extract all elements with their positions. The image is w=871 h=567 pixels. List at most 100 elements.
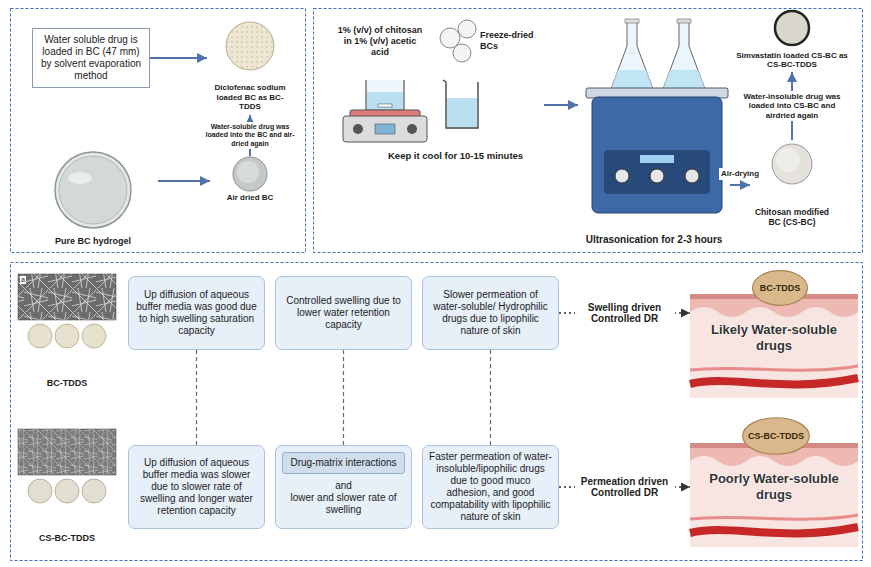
node-text: 1% (v/v) of chitosan in 1% (v/v) acetic … — [334, 25, 426, 57]
air-dried-bc-disc — [233, 157, 267, 191]
image-caption-group: BC-TDDS — [14, 270, 120, 392]
flow-arrow — [150, 57, 207, 59]
note-label: Keep it cool for 10-15 minutes — [388, 151, 523, 162]
ultrasonic-bath — [677, 19, 691, 23]
node-text: BC-TDDS — [18, 378, 116, 389]
edge-label: Permeation driven Controlled DR — [575, 475, 675, 500]
node-text: Controlled swelling due to lower water r… — [282, 295, 405, 331]
patch-outline — [753, 271, 808, 306]
sem-image — [18, 429, 116, 475]
text-box: Water soluble drug is loaded in BC (47 m… — [32, 28, 150, 88]
magnetic-stirrer — [343, 80, 427, 142]
process-box: Faster permeation of water-insoluble/lip… — [422, 445, 559, 529]
process-box: andlower and slower rate of swellingDrug… — [275, 445, 412, 529]
node-text: Simvastatin loaded CS-BC as CS-BC-TDDS — [736, 51, 848, 70]
node-text: Faster permeation of water-insoluble/lip… — [429, 451, 552, 523]
sample-disc — [82, 324, 106, 348]
panel-frame — [11, 9, 306, 253]
ultrasonic-bath — [586, 19, 728, 213]
panel-frame — [11, 263, 863, 561]
node-text: Slower permeation of water-soluble/ Hydr… — [429, 289, 552, 337]
magnetic-stirrer — [366, 80, 404, 110]
node-text: BC-TDDS — [755, 283, 805, 294]
image-caption-group: Air dried BC — [210, 156, 290, 206]
simvastatin-disc — [775, 11, 809, 45]
node-text: Drug-matrix interactions — [286, 457, 401, 469]
image-caption-group: CS-BC-TDDS — [14, 425, 120, 547]
cs-bc-disc — [772, 144, 812, 184]
image-caption-group: Simvastatin loaded CS-BC as CS-BC-TDDS — [732, 10, 852, 72]
magnetic-stirrer — [367, 92, 403, 109]
panel-letter: a — [20, 276, 26, 284]
ultrasonic-bath — [662, 22, 706, 92]
node-text: lower and slower rate of swelling — [282, 492, 405, 516]
magnetic-stirrer — [343, 116, 427, 142]
sample-disc — [82, 479, 106, 503]
edge-label: Air-drying — [719, 168, 761, 179]
magnetic-stirrer — [375, 124, 395, 134]
sample-disc — [28, 324, 106, 503]
node-text: Likely Water-soluble drugs — [694, 322, 854, 353]
patch-outline — [743, 418, 810, 454]
sem-image — [18, 274, 116, 475]
panel-frame — [11, 9, 863, 561]
skin-illustration — [690, 294, 858, 398]
ultrasonic-bath — [650, 169, 664, 183]
air-dried-bc-disc — [233, 157, 267, 191]
ultrasonic-bath — [610, 22, 654, 92]
ultrasonic-bath — [604, 150, 710, 194]
skin-illustration-group: Poorly Water-soluble drugsCS-BC-TDDS — [690, 415, 858, 550]
connector-group — [150, 58, 792, 487]
sample-disc — [28, 479, 52, 503]
skin-illustration-group: Likely Water-soluble drugs BC-TDDS — [690, 268, 858, 396]
node-text: Ultrasonication for 2-3 hours — [582, 234, 726, 246]
panel-frame — [314, 9, 863, 253]
magnetic-stirrer — [407, 124, 417, 134]
simvastatin-disc — [775, 11, 809, 45]
ultrasonic-bath — [615, 169, 629, 183]
patch-oval: BC-TDDS — [752, 270, 808, 306]
image-caption-group: Pure BC hydrogel — [28, 150, 158, 250]
ultrasonic-bath — [592, 97, 722, 213]
process-box: Controlled swelling due to lower water r… — [275, 276, 412, 350]
edge-label: Water-soluble drug was loaded into the B… — [198, 122, 302, 148]
drug-loaded-bc-disc — [226, 22, 274, 70]
image-caption-group: 1% (v/v) of chitosan in 1% (v/v) acetic … — [330, 22, 430, 146]
sample-disc — [28, 324, 52, 348]
ultrasonic-bath — [640, 155, 674, 163]
skin-illustration — [690, 294, 858, 547]
freeze-dried-bc-discs — [453, 44, 471, 62]
image-caption-group: Diclofenac sodium loaded BC as BC-TDDS — [207, 18, 293, 115]
node-text: Water soluble drug is loaded in BC (47 m… — [38, 34, 144, 82]
node-text: Diclofenac sodium loaded BC as BC-TDDS — [211, 83, 289, 112]
dashed-link — [196, 350, 197, 445]
flow-arrow — [158, 180, 210, 182]
node-text: Chitosan modified BC (CS-BC) — [754, 207, 830, 227]
petri-dish — [68, 172, 92, 184]
magnetic-stirrer — [378, 104, 392, 107]
flow-arrow — [544, 104, 578, 106]
freeze-dried-bc-discs — [458, 20, 476, 38]
air-dried-bc-disc — [237, 161, 259, 183]
sem-image — [18, 274, 116, 320]
node-text: Freeze-dried BCs — [480, 30, 540, 52]
image-caption-group: Chitosan modified BC (CS-BC) — [750, 140, 834, 230]
beaker — [447, 98, 477, 127]
dashed-link — [343, 350, 344, 445]
image-caption-group: Ultrasonication for 2-3 hours — [578, 18, 730, 248]
cs-bc-disc — [772, 144, 812, 184]
cs-bc-disc — [776, 148, 800, 172]
petri-dish — [59, 156, 127, 224]
petri-dish — [55, 152, 131, 228]
skin-illustration — [690, 443, 858, 547]
node-text: CS-BC-TDDS — [18, 533, 116, 544]
petri-dish — [55, 152, 131, 228]
node-text: Pure BC hydrogel — [32, 236, 154, 247]
node-text: Air dried BC — [214, 193, 286, 203]
beaker — [443, 80, 478, 128]
patch-oval: CS-BC-TDDS — [742, 417, 810, 455]
highlight-box: Drug-matrix interactions — [282, 452, 405, 474]
node-text: CS-BC-TDDS — [745, 431, 807, 442]
sample-disc — [55, 324, 79, 348]
